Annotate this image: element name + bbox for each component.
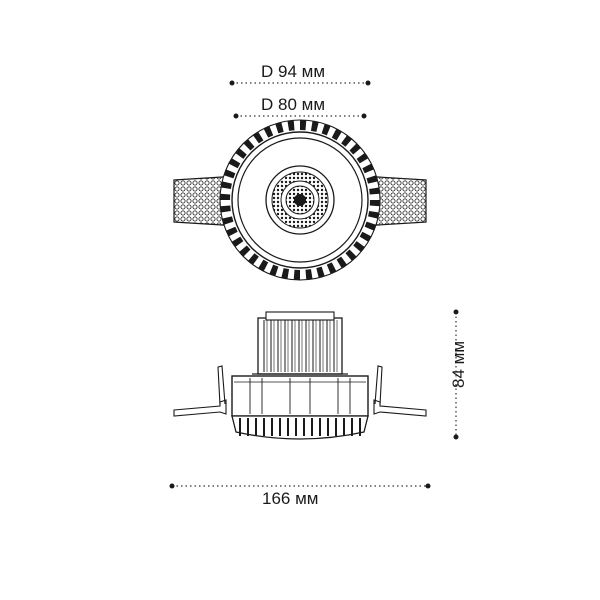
fin-tooth [248,253,259,265]
right-spring-arm [374,365,383,406]
mounting-plate-right [373,399,427,417]
fin-tooth [252,131,264,144]
fin-tooth [223,169,236,179]
fin-tooth [239,245,251,257]
fin-tooth [316,266,325,278]
fin-tooth [293,269,300,280]
fin-tooth [231,236,244,248]
fin-tooth [310,120,319,132]
fin-tooth [275,122,284,134]
fin-tooth [222,216,234,225]
fin-tooth [369,187,380,195]
fin-tooth [263,126,274,138]
fin-tooth [369,200,380,207]
fin-tooth [353,241,365,252]
dimension-line-width [169,483,431,489]
fin-tooth [258,259,269,272]
fin-tooth [287,120,295,131]
inner-diameter-label: D 80 мм [261,95,326,114]
fin-tooth [228,158,241,169]
fin-tooth [269,264,279,277]
fin-tooth [331,128,342,141]
outer-diameter-label: D 94 мм [261,62,326,81]
fin-tooth [349,143,361,155]
fin-tooth [366,175,378,184]
width-label: 166 мм [262,489,319,508]
fin-tooth [341,135,352,147]
top-view [173,119,427,281]
fin-tooth [336,256,348,269]
fin-tooth [220,205,231,213]
mounting-plate-left [173,399,227,417]
fin-tooth [243,139,255,151]
upper-radiator-fins [263,320,338,372]
lower-fin-skirt [231,415,369,440]
fin-tooth [362,163,374,174]
left-spring-arm [217,365,226,406]
fin-tooth [326,262,337,274]
fin-tooth [356,152,369,164]
fin-tooth [345,249,357,261]
main-housing [231,375,369,417]
fin-tooth [300,120,307,131]
height-label: 84 мм [449,340,468,388]
fin-tooth [220,181,232,190]
fin-tooth [305,269,313,280]
fin-tooth [364,221,377,231]
fin-tooth [321,123,331,136]
dimension-line-d94 [229,80,371,86]
fin-tooth [220,193,231,200]
radiator-cap [265,311,335,321]
housing-detail-lines [234,378,366,414]
fin-tooth [359,231,372,242]
lower-fins [239,418,361,436]
side-view [173,311,427,440]
dimension-line-height [453,309,459,440]
fin-tooth [281,268,290,280]
fin-tooth [368,210,380,219]
dimension-line-d80 [233,113,367,119]
fin-tooth [226,226,238,237]
fin-tooth [235,148,247,159]
